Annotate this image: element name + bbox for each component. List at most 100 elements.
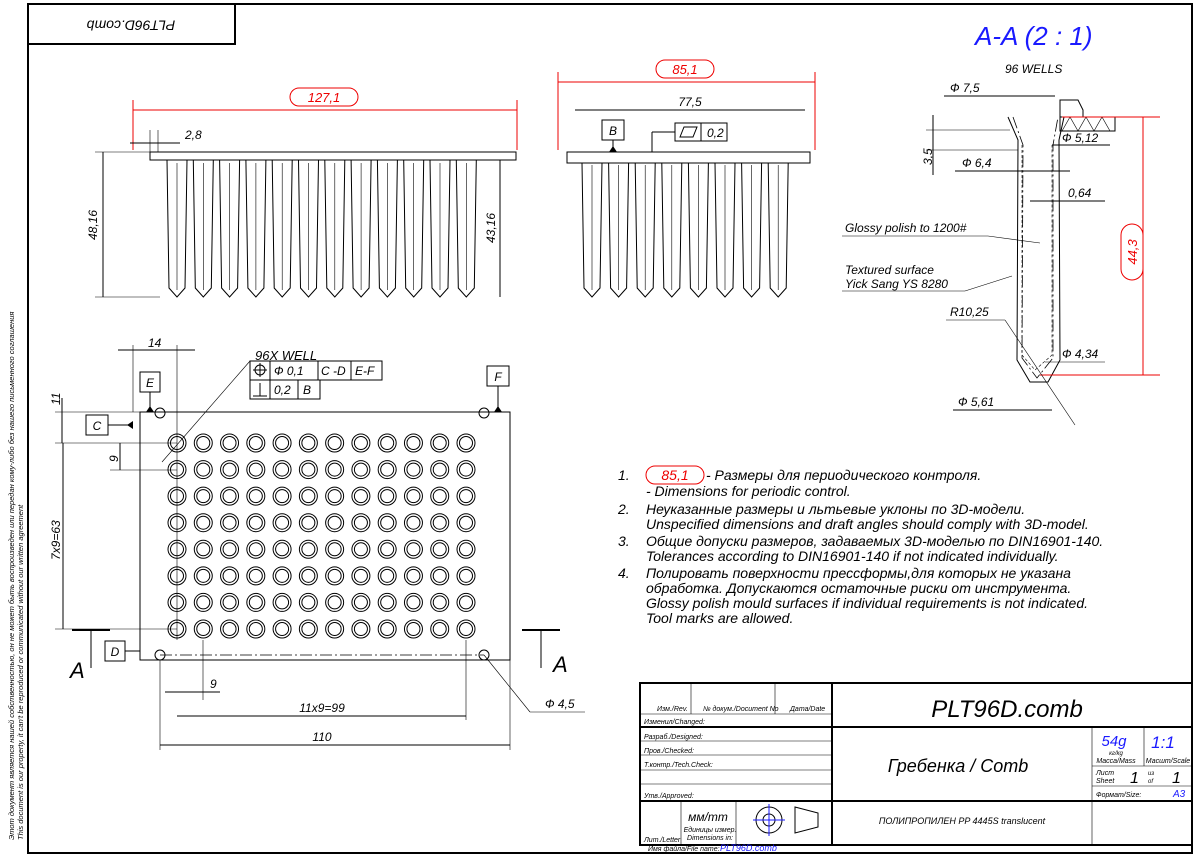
side-note-en: This document is our property, it can't … — [16, 504, 25, 840]
well — [193, 592, 213, 612]
well — [193, 619, 213, 639]
dim-9-vertical: 9 — [107, 455, 121, 462]
well — [351, 539, 371, 559]
well — [220, 486, 240, 506]
fcf-datum-cd: C -D — [321, 364, 346, 378]
sheet-label-ru: Лист — [1095, 770, 1114, 777]
note-polish: Glossy polish to 1200# — [845, 221, 967, 235]
well — [403, 460, 423, 480]
dim-d434: Ф 4,34 — [1062, 347, 1099, 361]
comb-tooth — [350, 159, 372, 298]
label-letter: Лит./Letter — [643, 837, 681, 844]
well — [325, 592, 345, 612]
well — [193, 539, 213, 559]
comb-tooth — [298, 159, 319, 298]
plan-view: 96X WELL Ф 0,1 C -D E-F 0,2 B 14 E F C D… — [49, 336, 585, 750]
datum-c: C — [93, 419, 102, 433]
label-checked: Пров./Checked: — [644, 748, 694, 755]
comb-tooth — [661, 162, 683, 298]
well — [325, 566, 345, 586]
label-approved: Утв./Approved: — [643, 793, 694, 800]
well — [430, 460, 450, 480]
comb-tooth — [714, 162, 736, 298]
section-marker-left: A — [68, 629, 110, 683]
well — [220, 592, 240, 612]
well — [298, 460, 318, 480]
dim-d75: Ф 7,5 — [950, 81, 980, 95]
well — [430, 592, 450, 612]
well — [377, 460, 397, 480]
side-note-ru: Этот документ является нашей собственнос… — [7, 312, 16, 840]
well — [220, 460, 240, 480]
well — [377, 513, 397, 533]
file-name-label: Имя файла/File name: — [648, 845, 720, 853]
well — [377, 566, 397, 586]
well — [298, 619, 318, 639]
note-3-line: Tolerances according to DIN16901-140 if … — [646, 548, 1058, 564]
well — [193, 433, 213, 453]
well — [246, 539, 266, 559]
front-view: 127,1 2,8 48,16 43,16 — [86, 87, 518, 298]
well — [351, 486, 371, 506]
dim-overall-length: 127,1 — [308, 90, 341, 105]
well — [456, 433, 476, 453]
note-texture-1: Textured surface — [845, 263, 934, 277]
well — [298, 566, 318, 586]
label-changed: Изменил/Changed: — [644, 719, 705, 726]
well — [430, 566, 450, 586]
dim-110: 110 — [312, 730, 331, 744]
notes: 1. 85,1 - Размеры для периодического кон… — [617, 465, 1103, 626]
label-doc-no: № докум./Document No — [703, 705, 779, 713]
well — [351, 460, 371, 480]
fcf-perp-datum: B — [303, 383, 311, 397]
comb-tooth — [455, 159, 477, 298]
well — [272, 619, 292, 639]
mass-unit: кг/kg — [1109, 751, 1123, 757]
well-label: 96X WELL — [255, 348, 317, 363]
comb-tooth — [741, 162, 763, 298]
dim-11: 11 — [49, 393, 63, 405]
well — [351, 619, 371, 639]
well — [298, 486, 318, 506]
well — [403, 592, 423, 612]
note-4-line: обработка. Допускаются остаточные риски … — [646, 580, 1071, 596]
well — [325, 619, 345, 639]
title-block: Изм./Rev. № докум./Document No Дата/Date… — [639, 682, 1193, 846]
note-1-badge: 85,1 — [661, 467, 688, 483]
well — [246, 566, 266, 586]
well — [325, 539, 345, 559]
flatness-icon — [679, 126, 698, 138]
well — [456, 513, 476, 533]
dim-d512: Ф 5,12 — [1062, 131, 1099, 145]
svg-text:A: A — [551, 652, 568, 677]
size-label: Формат/Size: — [1096, 792, 1141, 799]
comb-tooth — [219, 159, 241, 298]
well — [298, 513, 318, 533]
note-4-line: Tool marks are allowed. — [646, 610, 793, 626]
dim-wall: 0,64 — [1068, 186, 1092, 200]
side-view: 85,1 77,5 B 0,2 — [557, 59, 816, 298]
datum-f: F — [494, 370, 502, 384]
well — [272, 566, 292, 586]
well — [246, 460, 266, 480]
corner-label-box: PLT96D.comb — [27, 3, 236, 45]
comb-tooth — [687, 162, 709, 298]
well — [351, 433, 371, 453]
units-value: мм/mm — [688, 810, 728, 824]
scale-value: 1:1 — [1151, 733, 1175, 752]
well — [220, 513, 240, 533]
label-rev: Изм./Rev. — [657, 706, 688, 713]
comb-tooth — [192, 159, 214, 298]
label-date: Дата/Date — [789, 706, 825, 713]
note-1-line: - Dimensions for periodic control. — [646, 483, 851, 499]
corner-label: PLT96D.comb — [87, 17, 176, 33]
sheet-number: 1 — [1130, 770, 1139, 787]
well — [220, 433, 240, 453]
svg-text:A: A — [68, 658, 85, 683]
well — [403, 513, 423, 533]
well — [377, 433, 397, 453]
well — [272, 433, 292, 453]
mass-value: 54g — [1101, 733, 1127, 750]
units-label-en: Dimensions in: — [687, 835, 733, 842]
